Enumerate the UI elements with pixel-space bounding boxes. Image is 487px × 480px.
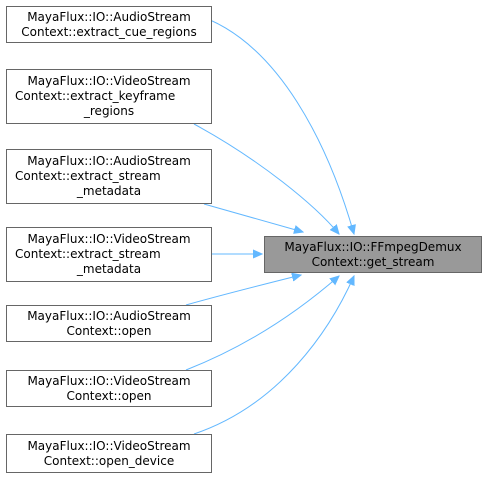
edge-1 bbox=[193, 13, 354, 234]
node-label-line: MayaFlux::IO::VideoStream bbox=[27, 232, 191, 246]
node-label-line: MayaFlux::IO::VideoStream bbox=[27, 74, 191, 88]
edge-3 bbox=[203, 203, 303, 232]
node-label-line: MayaFlux::IO::FFmpegDemux bbox=[284, 239, 462, 254]
caller-node-video-open[interactable]: MayaFlux::IO::VideoStream Context::open bbox=[6, 370, 212, 407]
node-label-line: MayaFlux::IO::AudioStream bbox=[27, 154, 191, 168]
node-label-line: _metadata bbox=[76, 184, 142, 198]
node-label-line: MayaFlux::IO::VideoStream bbox=[27, 373, 191, 388]
node-label-line: MayaFlux::IO::AudioStream bbox=[27, 9, 191, 24]
node-label-line: Context::get_stream bbox=[311, 254, 435, 269]
target-node-ffmpeg-demux-get-stream[interactable]: MayaFlux::IO::FFmpegDemux Context::get_s… bbox=[264, 236, 482, 273]
node-label-line: Context::open bbox=[66, 388, 152, 403]
node-label-line: _metadata bbox=[76, 262, 142, 276]
node-label-line: Context::extract_stream bbox=[15, 169, 161, 183]
node-label-line: Context::extract_stream bbox=[15, 247, 161, 261]
caller-node-video-open-device[interactable]: MayaFlux::IO::VideoStream Context::open_… bbox=[6, 434, 212, 473]
node-label-line: Context::open bbox=[66, 323, 152, 338]
edge-6 bbox=[185, 276, 339, 371]
caller-node-audio-open[interactable]: MayaFlux::IO::AudioStream Context::open bbox=[6, 305, 212, 342]
node-label-line: MayaFlux::IO::AudioStream bbox=[27, 308, 191, 323]
edge-5 bbox=[185, 275, 301, 306]
node-label-line: Context::extract_keyframe bbox=[15, 89, 176, 103]
node-label-line: _regions bbox=[83, 104, 135, 118]
caller-node-video-extract-keyframe-regions[interactable]: MayaFlux::IO::VideoStream Context::extra… bbox=[6, 69, 212, 124]
edge-7 bbox=[193, 276, 354, 435]
node-label-line: Context::open_device bbox=[43, 453, 175, 468]
caller-node-audio-extract-cue-regions[interactable]: MayaFlux::IO::AudioStream Context::extra… bbox=[6, 6, 212, 43]
caller-node-video-extract-stream-metadata[interactable]: MayaFlux::IO::VideoStream Context::extra… bbox=[6, 227, 212, 282]
caller-node-audio-extract-stream-metadata[interactable]: MayaFlux::IO::AudioStream Context::extra… bbox=[6, 149, 212, 204]
node-label-line: Context::extract_cue_regions bbox=[21, 24, 197, 39]
edge-2 bbox=[193, 123, 339, 234]
node-label-line: MayaFlux::IO::VideoStream bbox=[27, 438, 191, 453]
